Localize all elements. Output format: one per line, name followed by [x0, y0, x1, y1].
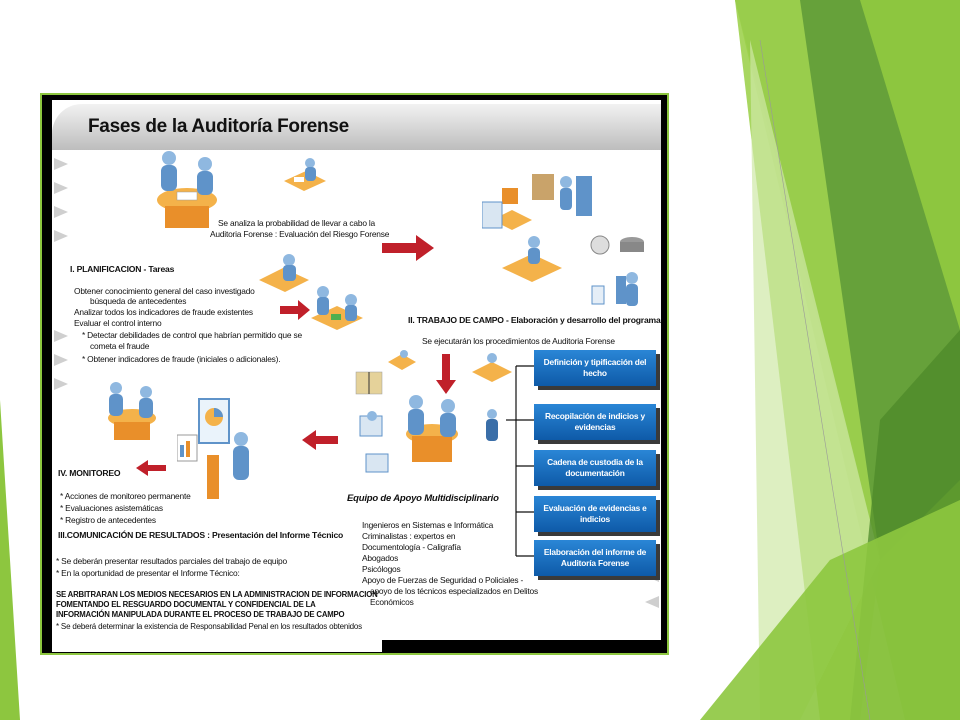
bottom-black-strip — [382, 640, 661, 652]
slide-image-frame: Fases de la Auditoría Forense Se analiza… — [40, 93, 669, 655]
planning-item: Obtener conocimiento general del caso in… — [74, 286, 255, 296]
team-member: Apoyo de Fuerzas de Seguridad o Policial… — [362, 575, 524, 585]
monitoring-item: * Acciones de monitoreo permanente — [60, 491, 191, 501]
step-box-definicion: Definición y tipificación del hecho — [534, 350, 656, 386]
step-box-elaboracion-informe: Elaboración del informe de Auditoría For… — [534, 540, 656, 576]
arrow-left-icon — [302, 430, 338, 450]
planning-item: * Detectar debilidades de control que ha… — [82, 330, 302, 340]
field-work-cluster-icon — [482, 174, 644, 306]
communication-bold-line: SE ARBITRARAN LOS MEDIOS NECESARIOS EN L… — [56, 590, 378, 599]
monitoring-item: * Registro de antecedentes — [60, 515, 156, 525]
left-chevron — [54, 378, 68, 390]
planning-item: búsqueda de antecedentes — [90, 296, 187, 306]
desk-worker-icon — [259, 254, 309, 292]
communication-note: * En la oportunidad de presentar el Info… — [56, 568, 240, 578]
meeting-people-icon — [108, 382, 156, 440]
arrow-left-icon — [136, 460, 166, 476]
team-member: Abogados — [362, 553, 399, 563]
step-box-recopilacion: Recopilación de indicios y evidencias — [534, 404, 656, 440]
presenter-report-icon — [177, 398, 249, 499]
desk-worker-icon — [284, 158, 326, 191]
arrow-right-icon — [280, 300, 310, 320]
meeting-people-icon — [157, 151, 217, 228]
planning-heading: I. PLANIFICACION - Tareas — [70, 264, 175, 274]
left-chevron — [54, 330, 68, 342]
communication-bold-line: FOMENTANDO EL RESGUARDO DOCUMENTAL Y CON… — [56, 600, 316, 609]
planning-item: Analizar todos los indicadores de fraude… — [74, 307, 253, 317]
planning-item: cometa el fraude — [90, 341, 150, 351]
planning-item: * Obtener indicadores de fraude (inicial… — [82, 354, 281, 364]
interview-people-icon — [311, 286, 363, 330]
team-member: Ingenieros en Sistemas e Informática — [362, 520, 494, 530]
left-chevron — [54, 182, 68, 194]
left-chevron — [54, 206, 68, 218]
team-member: apoyo de los técnicos especializados en … — [370, 586, 538, 596]
communication-bold-line: INFORMACIÓN MANIPULADA DURANTE EL PROCES… — [56, 610, 345, 619]
step-box-evaluacion: Evaluación de evidencias e indicios — [534, 496, 656, 532]
risk-analysis-text: Auditoria Forense : Evaluación del Riesg… — [210, 229, 390, 239]
page-title: Fases de la Auditoría Forense — [88, 116, 349, 137]
communication-note: * Se deberán presentar resultados parcia… — [56, 556, 287, 566]
multidisciplinary-team-icon — [355, 350, 512, 473]
team-heading: Equipo de Apoyo Multidisciplinario — [347, 493, 499, 504]
communication-final-note: * Se deberá determinar la existencia de … — [56, 622, 362, 631]
planning-item: Evaluar el control interno — [74, 318, 162, 328]
monitoring-item: * Evaluaciones asistemáticas — [60, 503, 163, 513]
arrow-right-icon — [382, 235, 434, 261]
risk-analysis-text: Se analiza la probabilidad de llevar a c… — [218, 218, 376, 228]
right-chevron — [645, 596, 659, 608]
title-bar: Fases de la Auditoría Forense — [52, 104, 661, 150]
fieldwork-subtext: Se ejecutarán los procedimientos de Audi… — [422, 336, 615, 346]
team-member: Económicos — [370, 597, 414, 607]
fieldwork-heading: II. TRABAJO DE CAMPO - Elaboración y des… — [408, 315, 661, 325]
left-chevron — [54, 354, 68, 366]
left-chevron — [54, 158, 68, 170]
arrow-down-icon — [436, 354, 456, 394]
team-member: Documentología - Caligrafía — [362, 542, 461, 552]
team-member: Criminalistas : expertos en — [362, 531, 456, 541]
step-box-cadena-custodia: Cadena de custodia de la documentación — [534, 450, 656, 486]
team-member: Psicólogos — [362, 564, 401, 574]
communication-heading: III.COMUNICACIÓN DE RESULTADOS : Present… — [58, 530, 344, 540]
diagram-panel: Fases de la Auditoría Forense Se analiza… — [52, 100, 661, 652]
left-chevron — [54, 230, 68, 242]
steps-connector — [506, 365, 534, 557]
monitoring-heading: IV. MONITOREO — [58, 468, 121, 478]
